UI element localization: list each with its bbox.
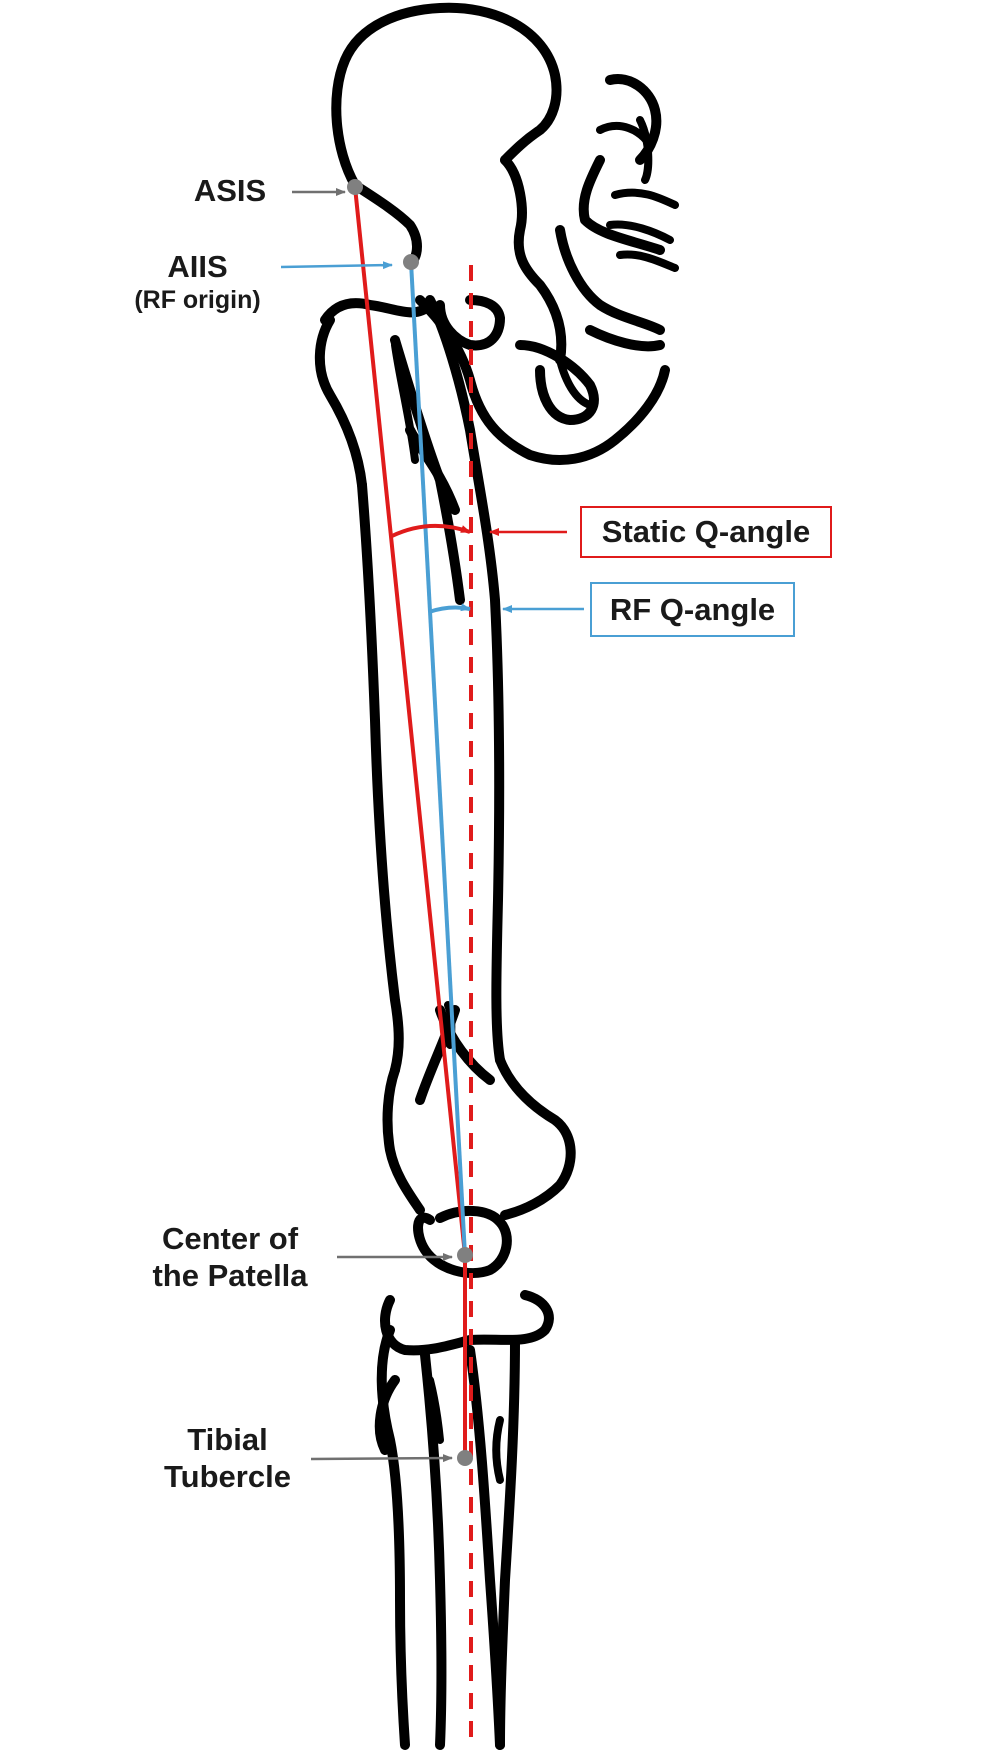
rf-q-angle-text: RF Q-angle xyxy=(609,591,776,627)
aiis-label-text: AIIS xyxy=(167,249,228,284)
tibial-pointer-arrow xyxy=(310,1454,453,1463)
aiis-label: AIIS (RF origin) xyxy=(115,248,280,315)
patella-label: Center of the Patella xyxy=(140,1220,320,1294)
static-q-angle-box: Static Q-angle xyxy=(580,506,832,558)
patella-center-dot xyxy=(457,1247,473,1263)
rf-line xyxy=(409,261,467,1256)
patella-label-line2: the Patella xyxy=(152,1258,308,1294)
patella-outline xyxy=(413,1205,512,1279)
aiis-landmark-dot xyxy=(403,254,419,270)
rf-q-angle-box: RF Q-angle xyxy=(590,582,795,637)
femoral-head-outline xyxy=(320,295,505,351)
static-q-angle-text: Static Q-angle xyxy=(601,514,811,549)
asis-landmark-dot xyxy=(347,179,363,195)
aiis-sublabel-text: (RF origin) xyxy=(134,286,261,315)
static-q-line xyxy=(353,186,467,1256)
asis-label: ASIS xyxy=(170,172,290,209)
rf-q-angle-arc xyxy=(428,603,471,614)
patella-label-line1: Center of xyxy=(161,1221,299,1256)
tibial-label-line2: Tubercle xyxy=(164,1459,291,1495)
aiis-pointer-arrow xyxy=(280,261,393,270)
tibial-tubercle-dot xyxy=(457,1450,473,1466)
tibial-label-line1: Tibial xyxy=(187,1422,268,1457)
tibial-label: Tibial Tubercle xyxy=(150,1421,305,1495)
static-q-angle-arc xyxy=(391,523,471,538)
pelvis-outline xyxy=(331,2,679,465)
asis-label-text: ASIS xyxy=(193,173,267,208)
